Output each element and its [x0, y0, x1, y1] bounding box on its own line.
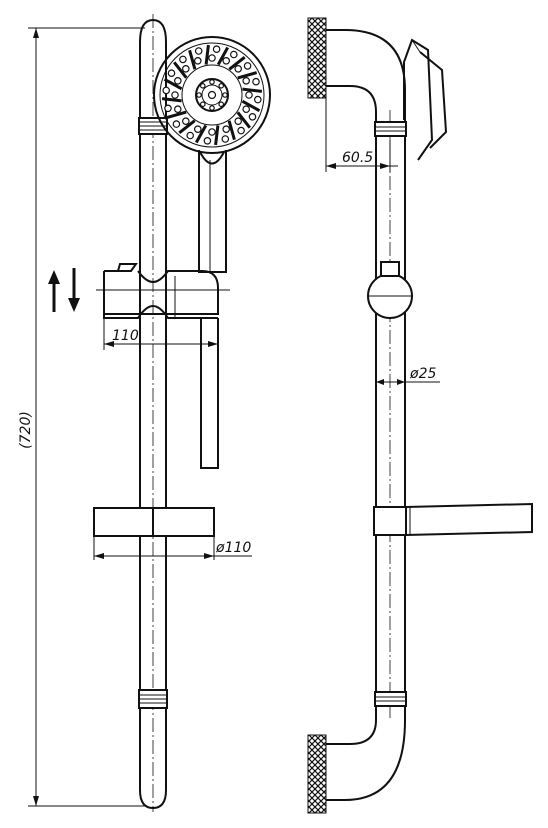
nozzle-rib [237, 71, 258, 80]
nozzle-rib [173, 61, 188, 79]
nozzle [212, 45, 221, 54]
up-down-arrows-icon [48, 268, 80, 312]
nozzle-rib [166, 110, 187, 119]
nozzle-rib [194, 124, 208, 144]
soap-dish: ø110 [93, 507, 252, 560]
rail-diameter-dimension: ø25 [376, 366, 440, 385]
nozzle [209, 105, 215, 111]
nozzle-rib [204, 44, 210, 65]
wall-hatch-top [307, 17, 327, 99]
nozzle [174, 105, 182, 114]
rail-diameter-label: ø25 [409, 366, 436, 382]
nozzle [243, 62, 252, 70]
nozzle [222, 92, 228, 98]
nozzle [172, 120, 181, 128]
nozzle [171, 91, 179, 99]
total-height-label: (720) [18, 411, 34, 449]
nozzle [162, 86, 171, 95]
soap-dish-diameter-label: ø110 [215, 540, 251, 556]
wall-offset-label: 60.5 [342, 150, 373, 166]
nozzle [194, 56, 202, 65]
nozzle [203, 137, 212, 145]
nozzle [200, 83, 206, 89]
wall-offset-dimension: 60.5 [325, 98, 398, 172]
wall-hatch-bottom [307, 734, 327, 814]
nozzle-rib [227, 120, 236, 141]
slide-rail [138, 14, 168, 812]
nozzle [248, 113, 257, 121]
side-rail [326, 29, 407, 801]
nozzle [230, 50, 238, 59]
nozzle [253, 95, 262, 104]
side-slider [367, 261, 413, 319]
nozzle [218, 83, 225, 89]
shower-head [153, 36, 271, 273]
nozzle [218, 101, 225, 108]
nozzle [242, 105, 251, 114]
nozzle-rib [241, 99, 261, 113]
nozzle [186, 131, 195, 140]
nozzle [194, 125, 202, 134]
holder-offset-label: 110 [112, 328, 139, 344]
nozzle [222, 125, 231, 134]
nozzle-rib [228, 56, 246, 71]
nozzle [194, 47, 203, 55]
nozzle [167, 69, 176, 78]
nozzle [174, 77, 182, 85]
nozzle-rib [178, 119, 196, 134]
nozzle [208, 54, 216, 62]
nozzle [234, 65, 243, 73]
nozzle [221, 135, 230, 143]
nozzle-rib [242, 87, 263, 93]
nozzle [252, 77, 260, 86]
nozzle [242, 77, 251, 85]
total-height-dimension: (720) [18, 27, 145, 807]
nozzle [245, 91, 253, 99]
nozzle-rib [188, 49, 197, 70]
nozzle-rib [214, 125, 220, 146]
nozzle [179, 55, 187, 64]
nozzle [208, 128, 216, 136]
nozzle [182, 117, 190, 126]
nozzle [209, 79, 215, 85]
slider-holder: 110 [96, 263, 230, 469]
nozzle [237, 126, 245, 135]
side-soap-dish [373, 502, 533, 536]
nozzle [234, 117, 243, 126]
nozzle [200, 101, 206, 108]
nozzle [196, 92, 202, 98]
nozzle [222, 56, 231, 65]
nozzle-rib [163, 77, 183, 91]
side-view: 60.5 ø25 [307, 17, 533, 814]
front-view: (720) [18, 14, 271, 812]
nozzle [164, 104, 172, 113]
nozzle [182, 65, 190, 73]
nozzle-rib [236, 111, 251, 129]
nozzle-rib [161, 97, 182, 103]
nozzle-rib [216, 46, 230, 66]
side-shower-head [403, 38, 448, 161]
nozzle [207, 90, 217, 100]
